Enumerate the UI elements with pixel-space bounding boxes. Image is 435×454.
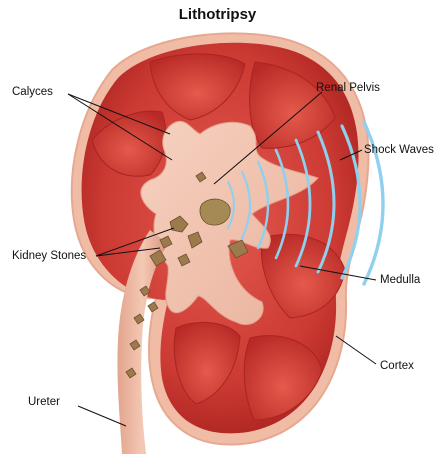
label-calyces: Calyces [12, 86, 53, 98]
label-cortex: Cortex [380, 360, 414, 372]
label-ureter: Ureter [28, 396, 60, 408]
label-renal-pelvis: Renal Pelvis [316, 82, 380, 94]
label-medulla: Medulla [380, 274, 420, 286]
diagram-title: Lithotripsy [0, 6, 435, 23]
label-shock-waves: Shock Waves [364, 144, 434, 156]
label-kidney-stones: Kidney Stones [12, 250, 86, 262]
